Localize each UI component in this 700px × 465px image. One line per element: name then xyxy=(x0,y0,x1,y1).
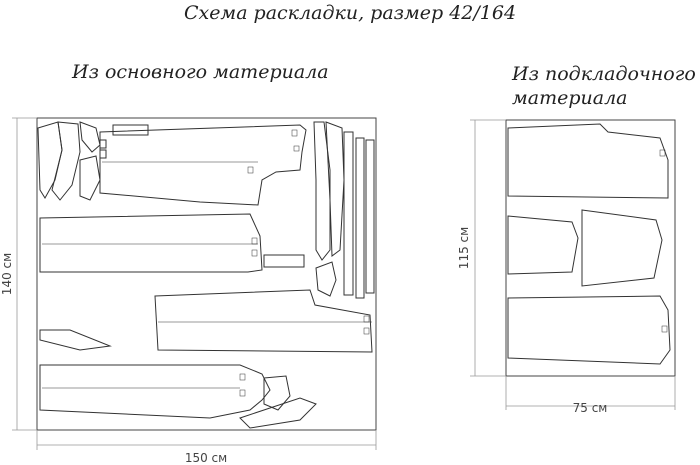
pattern-piece-back-upper xyxy=(39,213,263,273)
main-fabric-layout xyxy=(12,117,377,450)
pattern-piece-strip-1 xyxy=(343,131,354,296)
lining-width-label: 75 см xyxy=(573,401,608,415)
pattern-piece-strip-3 xyxy=(365,139,375,294)
lining-fabric-sheet xyxy=(505,119,676,377)
pattern-piece-waistband-2 xyxy=(325,121,345,257)
piece-marks-4 xyxy=(42,373,246,397)
lining-label-line1: Из подкладочного xyxy=(512,63,696,85)
main-dimension-lines xyxy=(12,117,377,450)
lining-layout xyxy=(470,119,676,410)
pattern-piece-front-lower xyxy=(154,289,373,353)
main-fabric-sheet xyxy=(36,117,377,431)
lining-fabric-label: Из подкладочного материала xyxy=(512,62,700,110)
piece-notch-2 xyxy=(99,149,107,159)
lining-dimension-lines xyxy=(470,119,676,410)
pattern-piece-pocket-b xyxy=(51,121,81,201)
lining-notch-1 xyxy=(659,149,666,157)
lining-height-label: 115 см xyxy=(457,227,471,269)
pattern-piece-pocket-a xyxy=(37,121,63,199)
lining-label-line2: материала xyxy=(512,87,628,109)
main-fabric-label: Из основного материала xyxy=(72,61,329,83)
lining-notch-2 xyxy=(661,325,668,333)
lining-piece-upper xyxy=(507,123,669,199)
main-height-label: 140 см xyxy=(0,253,14,295)
lining-piece-left xyxy=(507,215,579,275)
pattern-piece-belt-loop xyxy=(39,329,112,351)
pattern-piece-small-round xyxy=(315,261,337,297)
piece-marks-1 xyxy=(102,129,300,174)
pattern-piece-strip-2 xyxy=(355,137,365,299)
diagram-title: Схема раскладки, размер 42/164 xyxy=(183,2,517,24)
pattern-piece-pocket-c xyxy=(79,121,101,153)
piece-marks-2 xyxy=(42,237,258,257)
pattern-piece-label-mid xyxy=(263,254,305,268)
pattern-piece-facing xyxy=(239,397,317,429)
main-width-label: 150 см xyxy=(185,451,227,465)
pattern-piece-pocket-d xyxy=(79,155,101,201)
pattern-piece-waistband-1 xyxy=(313,121,331,261)
piece-notch-1 xyxy=(99,139,107,149)
pattern-piece-back-lower xyxy=(39,364,271,419)
piece-marks-3 xyxy=(158,315,372,335)
lining-piece-right xyxy=(581,209,663,287)
pattern-piece-label-top xyxy=(112,124,149,136)
pattern-piece-front-upper xyxy=(99,124,307,206)
lining-piece-lower xyxy=(507,295,671,365)
